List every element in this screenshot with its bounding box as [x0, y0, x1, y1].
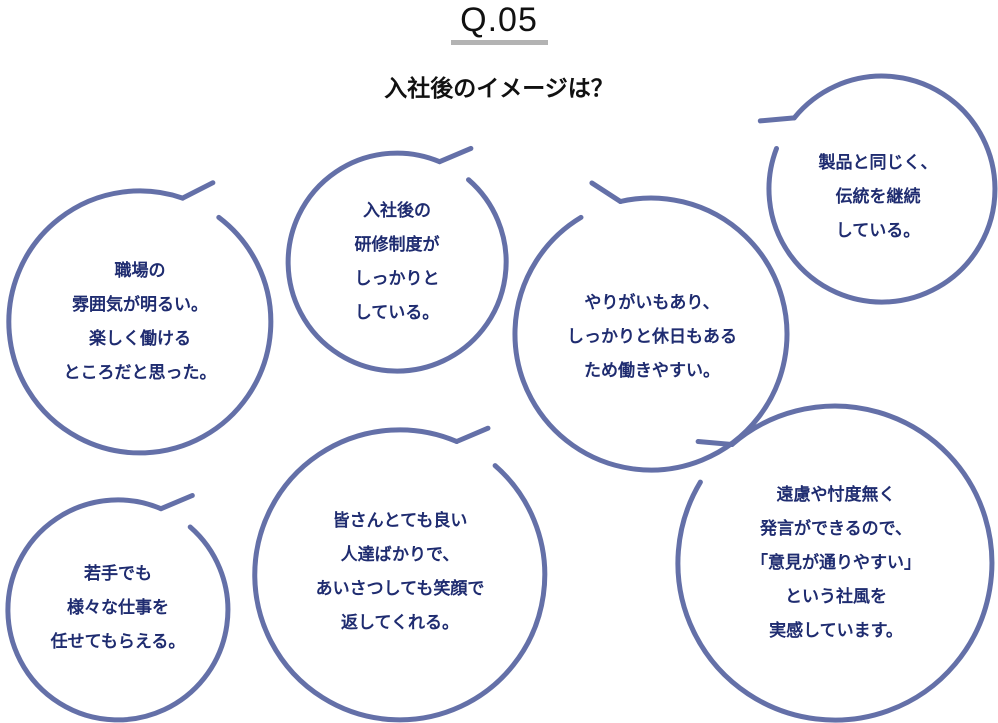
- bubble-outline: [675, 403, 995, 723]
- bubble-text-line: 発言ができるので、: [760, 519, 912, 539]
- bubble-text: 皆さんとても良い人達ばかりで、あいさつしても笑顔で返してくれる。: [316, 504, 485, 640]
- bubble-text-line: 遠慮や忖度無く: [776, 485, 896, 505]
- bubble-text-line: 若手でも: [83, 564, 152, 584]
- bubble-text-line: 様々な仕事を: [66, 598, 169, 618]
- bubble-tail: [757, 115, 797, 124]
- bubble-outline: [252, 427, 548, 723]
- bubble-text-line: 雰囲気が明るい。: [72, 295, 208, 315]
- bubble-outline: [5, 497, 231, 723]
- bubble-text-line: あいさつしても笑顔で: [315, 579, 485, 599]
- bubble-text-line: している。: [354, 303, 440, 323]
- bubble-text: 職場の雰囲気が明るい。楽しく働けるところだと思った。: [64, 254, 217, 390]
- bubble-text-line: しっかりと: [354, 269, 440, 289]
- bubble-text: 遠慮や忖度無く発言ができるので、「意見が通りやすい」という社風を実感しています。: [751, 478, 921, 648]
- bubble-text-line: 「意見が通りやすい」: [751, 553, 921, 573]
- bubble-tail: [180, 180, 216, 201]
- bubble-text-line: 実感しています。: [769, 621, 903, 641]
- question-title: 入社後のイメージは？: [384, 76, 614, 102]
- bubble-text: 製品と同じく、伝統を継続している。: [819, 146, 938, 248]
- bubble-text-line: 研修制度が: [354, 235, 440, 255]
- bubble-text-line: ため働きやすい。: [584, 361, 720, 381]
- bubble-text-line: 製品と同じく、: [818, 153, 938, 173]
- bubble-text-line: やりがいもあり、: [584, 293, 720, 313]
- bubble-text-line: 任せてもらえる。: [50, 632, 186, 652]
- bubble-text-line: している。: [835, 221, 921, 241]
- bubble-text-line: 楽しく働ける: [89, 329, 191, 349]
- bubble-tail: [454, 425, 491, 444]
- bubble-text-line: という社風を: [785, 587, 887, 607]
- bubble-tail: [437, 145, 474, 165]
- bubble-text-line: 職場の: [114, 261, 166, 281]
- bubble-tail: [695, 439, 735, 447]
- bubble-text-line: 伝統を継続: [835, 187, 921, 207]
- bubble-outline: [766, 73, 998, 305]
- bubble-text: やりがいもあり、しっかりと休日もあるため働きやすい。: [567, 286, 737, 388]
- bubble-text-line: ところだと思った。: [63, 363, 217, 383]
- bubble-tail: [589, 180, 623, 204]
- bubble-text-line: 人達ばかりで、: [340, 545, 460, 565]
- bubble-text-line: 皆さんとても良い: [332, 511, 468, 531]
- bubble-text: 入社後の研修制度がしっかりとしている。: [355, 194, 440, 330]
- bubble-outline: [285, 150, 509, 374]
- bubble-outline: [512, 195, 790, 473]
- question-underline: [451, 40, 548, 45]
- bubble-outline: [6, 188, 274, 456]
- bubble-text-line: しっかりと休日もある: [567, 327, 737, 347]
- question-number: Q.05: [460, 1, 538, 39]
- bubble-text-line: 返してくれる。: [341, 613, 459, 633]
- bubble-tail: [158, 493, 195, 512]
- bubble-text: 若手でも様々な仕事を任せてもらえる。: [51, 557, 186, 659]
- bubble-text-line: 入社後の: [363, 201, 431, 221]
